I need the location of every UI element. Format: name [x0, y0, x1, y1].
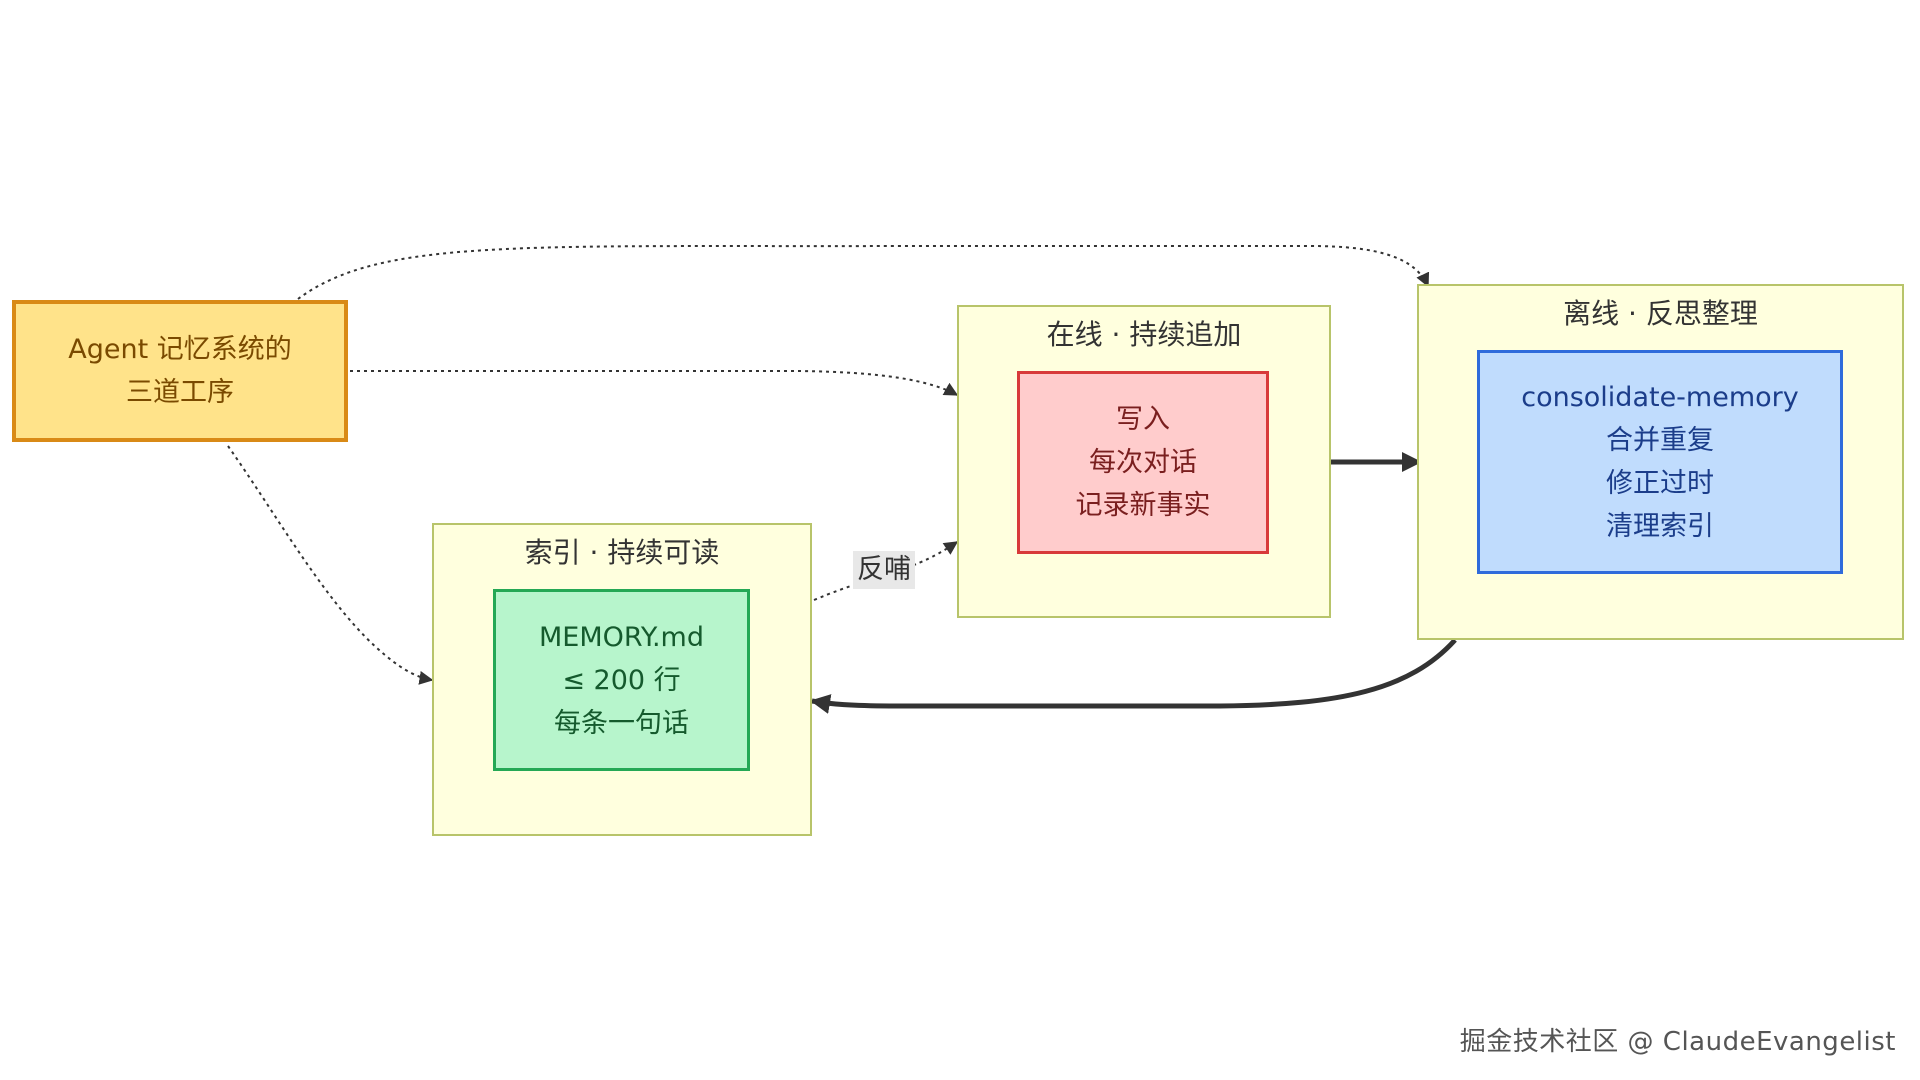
title-node-line-2: 三道工序 — [126, 377, 234, 408]
memory-md-node-line-1: MEMORY.md — [539, 621, 704, 653]
watermark: 掘金技术社区 @ ClaudeEvangelist — [1459, 1027, 1896, 1057]
title-node: Agent 记忆系统的 三道工序 — [12, 300, 348, 442]
edge-offline-to-index — [810, 638, 1457, 714]
write-node-line-2: 每次对话 — [1089, 447, 1197, 478]
memory-md-node-line-3: 每条一句话 — [554, 707, 689, 739]
write-node-line-3: 记录新事实 — [1075, 490, 1211, 521]
consolidate-node-line-3: 修正过时 — [1606, 468, 1714, 499]
memory-md-node-line-2: ≤ 200 行 — [562, 664, 681, 696]
write-node: 写入 每次对话 记录新事实 — [1017, 371, 1269, 554]
cluster-index-title: 索引 · 持续可读 — [524, 536, 720, 569]
consolidate-node-line-4: 清理索引 — [1606, 511, 1714, 542]
edge-title-to-online — [350, 370, 959, 396]
title-node-line-1: Agent 记忆系统的 — [68, 334, 292, 365]
edge-label-feedback: 反哺 — [853, 551, 915, 589]
consolidate-node-line-1: consolidate-memory — [1521, 382, 1799, 413]
edge-title-to-offline — [297, 245, 1430, 300]
consolidate-node-line-2: 合并重复 — [1606, 425, 1714, 456]
memory-md-node: MEMORY.md ≤ 200 行 每条一句话 — [493, 589, 750, 771]
write-node-line-1: 写入 — [1116, 404, 1170, 435]
cluster-online-title: 在线 · 持续追加 — [1046, 318, 1242, 351]
consolidate-node: consolidate-memory 合并重复 修正过时 清理索引 — [1477, 350, 1843, 574]
edge-title-to-index — [227, 445, 434, 685]
cluster-offline-title: 离线 · 反思整理 — [1563, 297, 1758, 330]
